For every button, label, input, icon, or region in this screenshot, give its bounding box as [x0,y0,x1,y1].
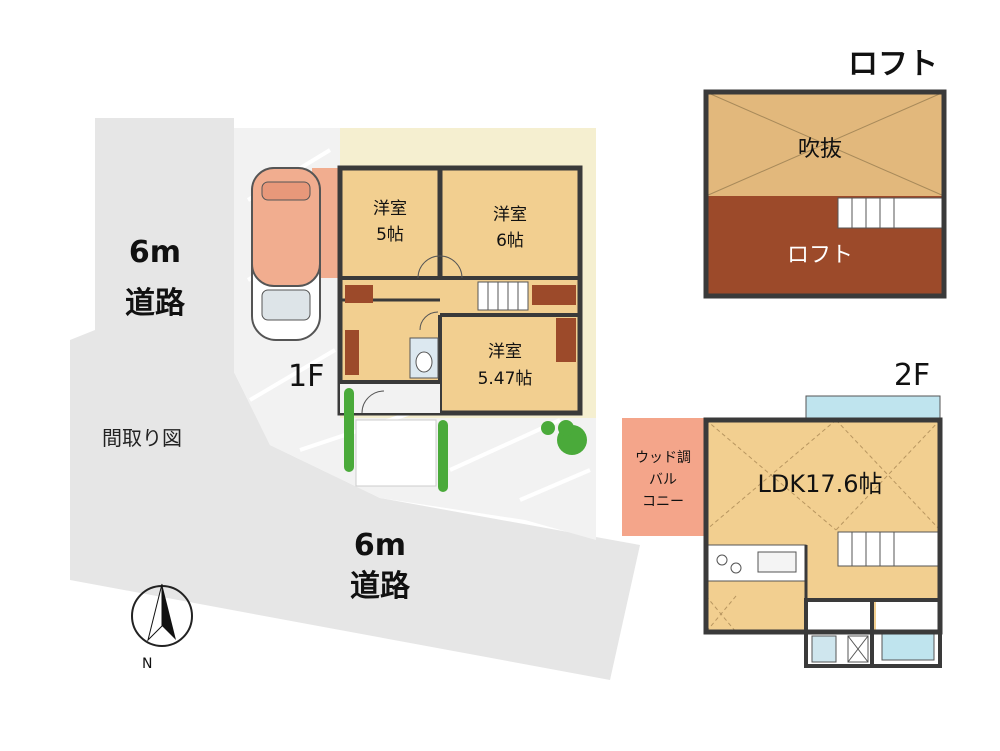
second-floor-label: 2F [894,358,930,393]
diagram-caption: 間取り図 [102,426,182,450]
south-road [70,445,640,680]
entrance-steps [355,419,437,487]
west-road-width: 6m [129,235,181,270]
room-3-size: 5.47帖 [478,369,533,389]
car-icon [251,167,340,341]
second-floor [622,395,943,668]
balcony-label-line-3: コニー [642,494,684,510]
first-floor [337,165,583,416]
south-road-width: 6m [354,528,406,563]
loft-heading: ロフト [848,47,938,82]
loft-void-label: 吹抜 [798,137,842,162]
west-road [70,118,270,445]
first-floor-label: 1F [288,359,324,394]
ldk-label: LDK17.6帖 [757,470,882,498]
compass-label: N [142,656,152,672]
room-1-size: 5帖 [376,225,404,245]
west-road-name: 道路 [125,286,186,321]
room-3-name: 洋室 [488,342,522,362]
loft-room-label: ロフト [787,243,853,268]
room-2-name: 洋室 [493,205,527,225]
greenery [344,388,587,492]
south-road-name: 道路 [350,569,411,604]
balcony-label-line-1: ウッド調 [635,450,691,466]
room-1-name: 洋室 [373,199,407,219]
balcony-label-line-2: バル [649,472,677,488]
compass-icon [131,583,193,647]
loft-floor [703,89,947,299]
room-2-size: 6帖 [496,231,524,251]
